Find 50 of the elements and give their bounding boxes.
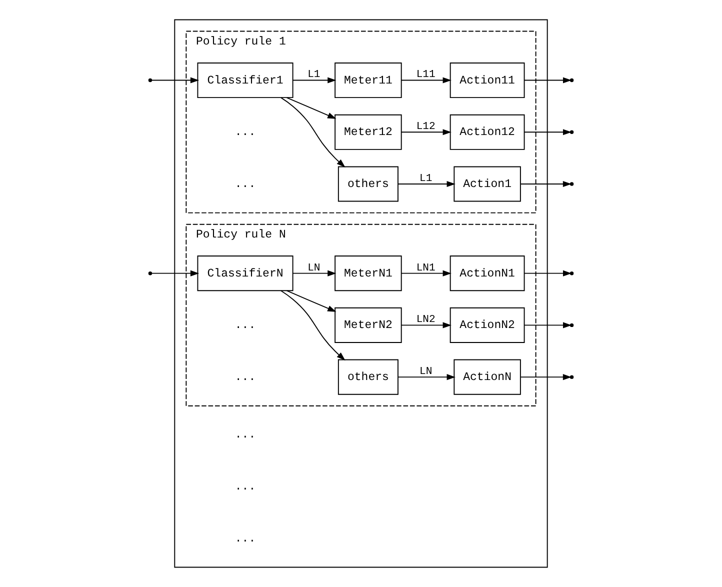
label: ... — [234, 371, 256, 384]
node-box: Classifier1 — [197, 62, 294, 98]
edge-label: LN — [420, 366, 432, 378]
arrow — [401, 129, 452, 136]
label: ... — [234, 428, 256, 442]
arrow — [524, 129, 572, 136]
arrow — [286, 290, 336, 312]
node-box: MeterN1 — [334, 256, 402, 292]
arrow — [292, 270, 336, 276]
edge-label: LN2 — [416, 314, 436, 326]
edge-label: LN1 — [416, 262, 436, 274]
node-box: Meter11 — [334, 62, 402, 98]
node-box: Action1 — [454, 166, 521, 202]
arrow — [520, 374, 572, 380]
arrow — [401, 322, 452, 328]
node-box: MeterN2 — [334, 307, 402, 343]
arrow — [398, 374, 456, 380]
node-box: Action12 — [450, 114, 525, 150]
arrow — [151, 77, 200, 84]
arrow — [520, 180, 572, 188]
arrow — [524, 270, 572, 276]
arrow — [280, 97, 346, 168]
arrow — [401, 270, 452, 276]
node-box: Meter12 — [334, 114, 402, 150]
node-box: ActionN1 — [450, 256, 525, 292]
node-box: Action11 — [450, 62, 525, 98]
node-box: others — [338, 166, 398, 202]
cluster — [174, 19, 548, 568]
edge-label: LN — [308, 262, 320, 274]
arrow — [524, 322, 572, 328]
arrow — [286, 97, 336, 119]
edge-label: L1 — [308, 69, 320, 82]
label: ... — [234, 480, 256, 494]
edge-label: L12 — [416, 121, 436, 134]
edge-label: L1 — [420, 172, 432, 185]
node-box: ClassifierN — [197, 256, 294, 292]
label: ... — [234, 178, 256, 191]
node-box: others — [338, 359, 398, 395]
label: ... — [234, 532, 256, 546]
arrow — [280, 290, 346, 360]
arrow — [401, 77, 452, 84]
arrow — [292, 77, 336, 84]
node-box: ActionN — [454, 359, 521, 395]
label: ... — [234, 319, 256, 332]
node-box: ActionN2 — [450, 307, 525, 343]
edge-label: L11 — [416, 69, 436, 82]
arrow — [151, 270, 200, 276]
arrow — [524, 77, 572, 84]
arrow — [398, 180, 456, 188]
label: ... — [234, 126, 256, 140]
